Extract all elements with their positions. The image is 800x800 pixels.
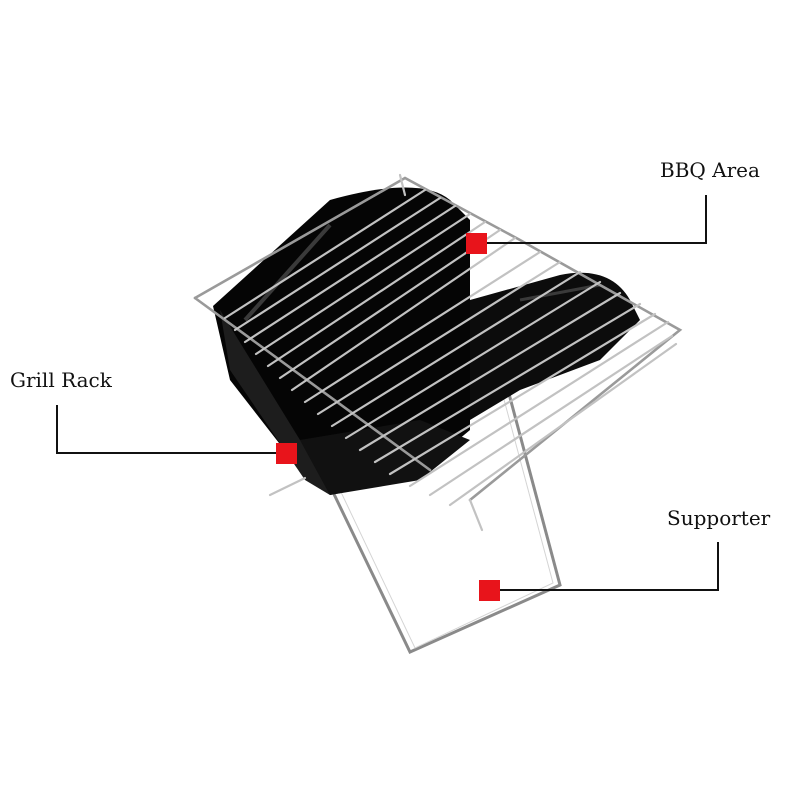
bbq-area-leader bbox=[476, 195, 707, 244]
supporter-marker bbox=[479, 580, 500, 601]
markers bbox=[276, 233, 500, 601]
grill-rack-leader bbox=[56, 405, 286, 454]
grill-rack-wires bbox=[193, 173, 683, 532]
bbq-area-label: BBQ Area bbox=[660, 158, 760, 182]
leader-lines bbox=[56, 195, 719, 591]
supporter-frame bbox=[330, 388, 562, 654]
grill-rack-marker bbox=[276, 443, 297, 464]
supporter-leader bbox=[490, 542, 719, 591]
supporter-label: Supporter bbox=[667, 506, 771, 530]
grill-rack-label: Grill Rack bbox=[10, 368, 112, 392]
bbq-body bbox=[213, 187, 640, 495]
bbq-area-marker bbox=[466, 233, 487, 254]
